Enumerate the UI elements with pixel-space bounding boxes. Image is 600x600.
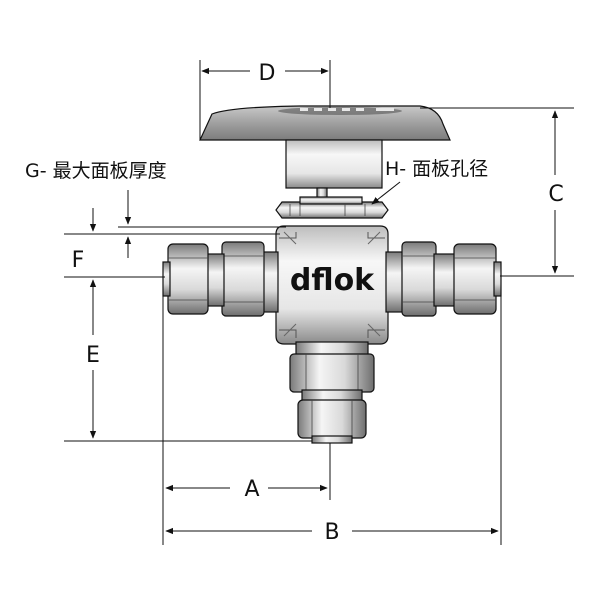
dim-h-label: H- 面板孔径 bbox=[385, 158, 488, 180]
dimension-f: F bbox=[64, 208, 165, 278]
dimension-b: B bbox=[165, 296, 502, 545]
dim-b-label: B bbox=[324, 520, 339, 545]
stem-block bbox=[285, 139, 383, 189]
handle bbox=[199, 105, 451, 141]
panel-nut bbox=[275, 196, 389, 219]
dim-g-label: G- 最大面板厚度 bbox=[25, 160, 167, 182]
left-fitting bbox=[162, 241, 279, 317]
brand-label: dflok bbox=[290, 263, 375, 298]
dimension-g: G- 最大面板厚度 bbox=[25, 160, 286, 258]
dimension-c: C bbox=[420, 107, 574, 277]
dim-c-label: C bbox=[548, 182, 563, 207]
valve-body bbox=[275, 225, 389, 345]
bottom-fitting bbox=[289, 341, 375, 444]
right-fitting bbox=[385, 241, 502, 317]
dim-a-label: A bbox=[244, 477, 259, 502]
dim-e-label: E bbox=[86, 343, 100, 368]
dimension-a: A bbox=[162, 296, 331, 545]
dim-d-label: D bbox=[259, 61, 276, 86]
dim-f-label: F bbox=[72, 248, 85, 273]
dimension-e: E bbox=[64, 279, 312, 442]
dimension-d: D bbox=[199, 60, 331, 140]
dimension-h: H- 面板孔径 bbox=[371, 158, 488, 205]
